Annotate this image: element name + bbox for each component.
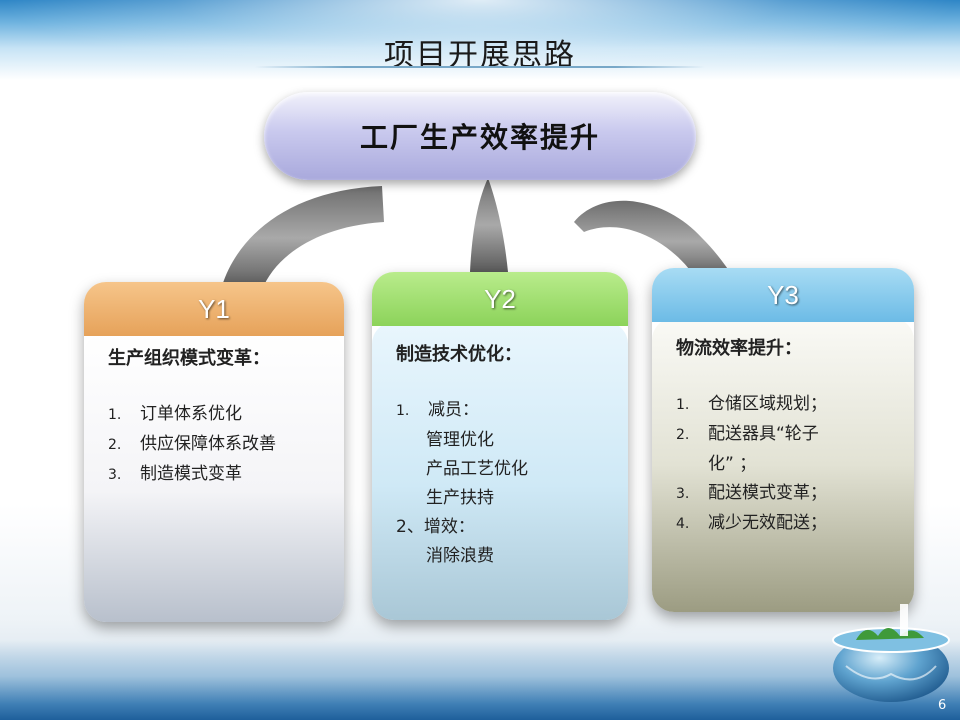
center-goal-pill: 工厂生产效率提升 — [264, 92, 696, 180]
card-y2: Y2 制造技术优化： 1.减员： 管理优化 产品工艺优化 生产扶持 2、增效： … — [372, 272, 628, 620]
list-item: 2.配送器具“轮子 — [676, 424, 819, 444]
list-item: 1.订单体系优化 — [108, 404, 242, 424]
card-y1-subtitle: 生产组织模式变革： — [108, 348, 270, 369]
card-y2-content: 制造技术优化： 1.减员： 管理优化 产品工艺优化 生产扶持 2、增效： 消除浪… — [396, 340, 612, 571]
card-y3-subtitle: 物流效率提升： — [676, 338, 802, 359]
card-y3-content: 物流效率提升： 1.仓储区域规划； 2.配送器具“轮子 化” ； 3.配送模式变… — [676, 334, 898, 539]
list-item: 3.配送模式变革； — [676, 483, 827, 503]
list-item: 产品工艺优化 — [426, 459, 528, 479]
list-item: 化” ； — [708, 454, 757, 474]
list-item: 3.制造模式变革 — [108, 464, 242, 484]
left-connector-arm — [222, 186, 384, 290]
card-y1-content: 生产组织模式变革： 1.订单体系优化 2.供应保障体系改善 3.制造模式变革 — [108, 344, 328, 490]
card-y2-header: Y2 — [372, 272, 628, 326]
list-item: 生产扶持 — [426, 488, 494, 508]
right-connector-arm — [574, 200, 734, 282]
card-y1-header: Y1 — [84, 282, 344, 336]
card-y2-subtitle: 制造技术优化： — [396, 344, 522, 365]
title-underline — [255, 66, 705, 68]
card-y1-body — [84, 332, 344, 622]
list-item: 4.减少无效配送； — [676, 513, 827, 533]
list-item: 消除浪费 — [426, 546, 494, 566]
card-y3: Y3 物流效率提升： 1.仓储区域规划； 2.配送器具“轮子 化” ； 3.配送… — [652, 268, 914, 612]
card-y3-header: Y3 — [652, 268, 914, 322]
card-y3-body — [652, 318, 914, 612]
bottom-gradient-band — [0, 640, 960, 720]
list-item: 1.仓储区域规划； — [676, 394, 827, 414]
globe-icon — [832, 604, 950, 702]
list-item: 1.减员： — [396, 400, 479, 420]
top-gradient-band — [0, 0, 960, 80]
page-number: 6 — [938, 698, 947, 713]
card-y2-body — [372, 322, 628, 620]
middle-connector-arm — [470, 178, 508, 272]
list-item: 管理优化 — [426, 430, 494, 450]
list-item: 2、增效： — [396, 517, 475, 537]
card-y1: Y1 生产组织模式变革： 1.订单体系优化 2.供应保障体系改善 3.制造模式变… — [84, 282, 344, 622]
list-item: 2.供应保障体系改善 — [108, 434, 276, 454]
